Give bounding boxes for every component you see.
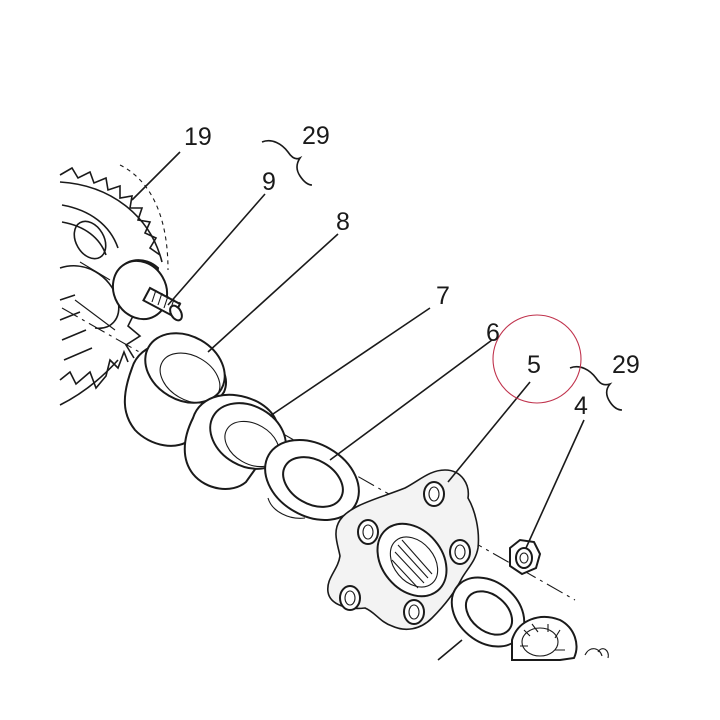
bushing-stud (111, 259, 183, 322)
callout-5: 5 (527, 351, 541, 379)
lower-washer (450, 576, 526, 648)
brace-29-top (261, 139, 313, 186)
callout-6: 6 (486, 319, 500, 347)
hub-flange (327, 469, 480, 631)
brace-29-bottom (569, 365, 623, 411)
leader-19 (131, 151, 181, 201)
callout-4: 4 (574, 392, 588, 420)
cush-drive-partial (437, 615, 609, 661)
callout-8: 8 (336, 208, 350, 236)
leader-5 (447, 381, 531, 483)
leader-6 (329, 339, 493, 461)
callout-29-top: 29 (302, 122, 330, 150)
leader-lines (131, 151, 585, 549)
leader-8 (207, 233, 339, 353)
leader-9 (167, 193, 266, 306)
callout-19: 19 (184, 123, 212, 151)
callout-29-bottom: 29 (612, 351, 640, 379)
sprocket (59, 164, 169, 406)
nut (509, 538, 542, 576)
callout-9: 9 (262, 168, 276, 196)
callout-7: 7 (436, 282, 450, 310)
leader-7 (269, 307, 431, 417)
leader-4 (525, 419, 585, 549)
seal-ring (264, 439, 360, 521)
bearing-inner (183, 393, 287, 490)
highlight-circle (492, 314, 582, 404)
